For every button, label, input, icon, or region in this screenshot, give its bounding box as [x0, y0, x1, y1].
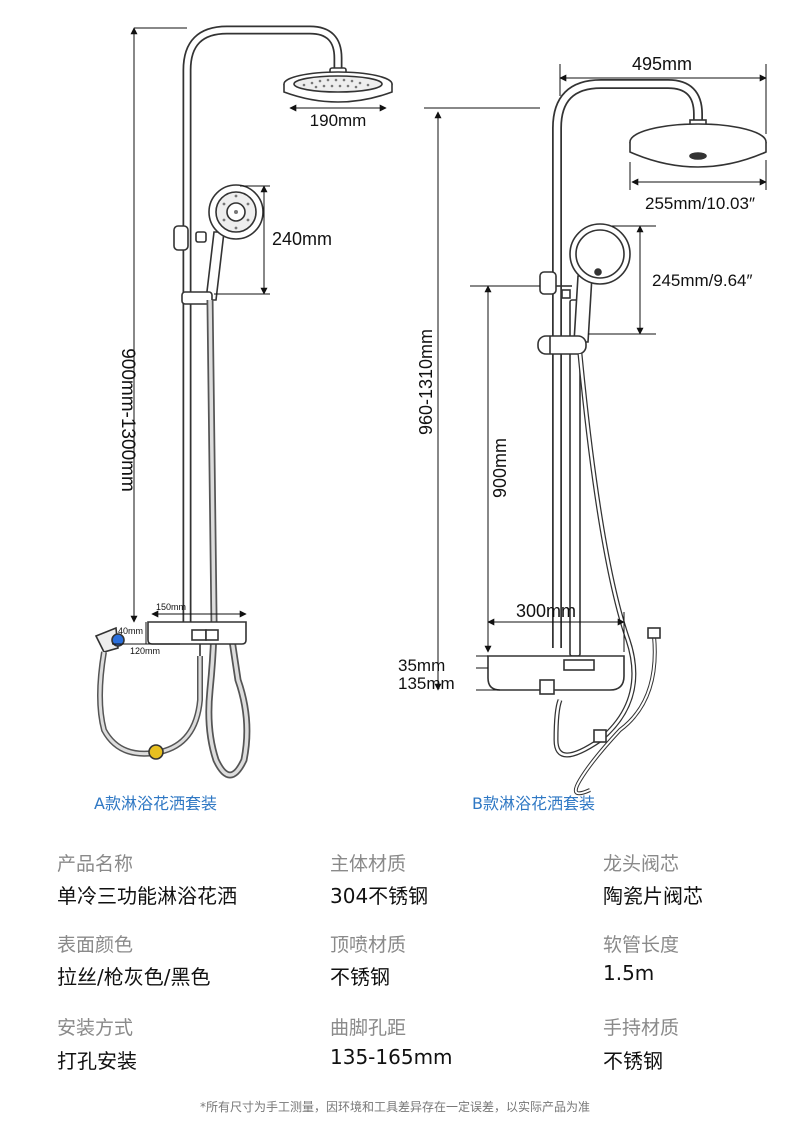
product-dimension-diagram: 190mm 240mm 900mm-1300mm 150mm 40mm 120m…	[94, 25, 767, 796]
caption-set-a: A款淋浴花洒套装	[94, 794, 217, 813]
spec-label: 主体材质	[330, 853, 407, 875]
spec-label: 顶喷材质	[330, 934, 407, 956]
dim-b-arm-reach: 495mm	[632, 54, 692, 74]
dim-a-hand-height: 240mm	[272, 229, 332, 249]
dim-a-hole-distance: 120mm	[130, 646, 160, 656]
spec-label: 龙头阀芯	[603, 853, 680, 875]
spec-label: 产品名称	[57, 853, 134, 875]
dim-a-shelf-height: 40mm	[118, 626, 143, 636]
rain-head-icon	[629, 119, 767, 168]
spec-value: 不锈钢	[330, 965, 390, 989]
dim-b-total-height: 960-1310mm	[416, 329, 436, 435]
shower-set-b	[487, 79, 767, 796]
shower-set-a	[94, 25, 393, 779]
spec-label: 软管长度	[603, 934, 680, 956]
hand-shower-icon	[205, 184, 264, 301]
dim-a-shelf-width: 150mm	[156, 602, 186, 612]
hand-shower-icon	[569, 223, 631, 343]
spec-value: 1.5m	[603, 961, 655, 985]
spec-label: 安装方式	[57, 1017, 134, 1039]
spec-label: 曲脚孔距	[330, 1017, 407, 1039]
spec-label: 手持材质	[603, 1017, 680, 1039]
dim-a-total-height: 900mm-1300mm	[117, 348, 138, 492]
dim-b-shelf-depth: 135mm	[398, 674, 455, 693]
spec-value: 陶瓷片阀芯	[603, 884, 703, 908]
spec-value: 135-165mm	[330, 1045, 453, 1069]
dim-b-rail-height: 900mm	[490, 438, 510, 498]
spec-label: 表面颜色	[57, 934, 134, 956]
dim-b-head-diameter: 255mm/10.03″	[645, 194, 755, 213]
spec-value: 不锈钢	[603, 1049, 663, 1073]
spec-value: 打孔安装	[57, 1049, 137, 1073]
dim-b-shelf-thickness: 35mm	[398, 656, 445, 675]
spec-value: 单冷三功能淋浴花洒	[57, 884, 237, 908]
dim-b-hand-height: 245mm/9.64″	[652, 271, 753, 290]
dim-a-head-width: 190mm	[310, 111, 367, 130]
caption-set-b: B款淋浴花洒套装	[472, 794, 595, 813]
footnote: *所有尺寸为手工测量，因环境和工具差异存在一定误差，以实际产品为准	[199, 1100, 590, 1114]
dim-b-shelf-width: 300mm	[516, 601, 576, 621]
spec-value: 304不锈钢	[330, 884, 429, 908]
spec-value: 拉丝/枪灰色/黑色	[57, 965, 211, 989]
rain-head-icon	[283, 67, 393, 103]
